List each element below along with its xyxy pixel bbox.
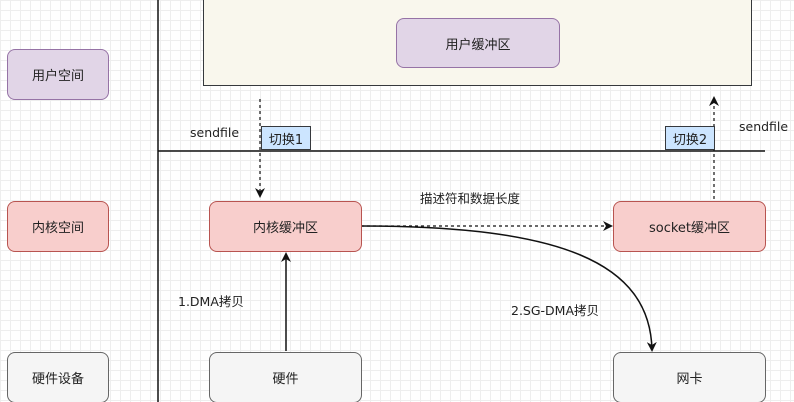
node-kernel-buffer-label: 内核缓冲区 xyxy=(252,221,318,236)
layer-user-space-label: 用户空间 xyxy=(31,69,84,84)
node-kernel-buffer: 内核缓冲区 xyxy=(209,201,362,252)
descriptor-length-label: 描述符和数据长度 xyxy=(420,191,521,206)
sg-dma-copy-label: 2.SG-DMA拷贝 xyxy=(511,303,600,318)
switch-2-label: 切换2 xyxy=(672,132,708,148)
sendfile-left-label: sendfile xyxy=(190,125,240,140)
layer-kernel-space: 内核空间 xyxy=(7,201,109,252)
node-hardware-label: 硬件 xyxy=(272,372,299,387)
node-socket-buffer-label: socket缓冲区 xyxy=(648,221,731,236)
layer-user-space: 用户空间 xyxy=(7,49,109,100)
node-nic-label: 网卡 xyxy=(676,372,703,387)
node-user-buffer-label: 用户缓冲区 xyxy=(445,37,511,53)
layer-kernel-space-label: 内核空间 xyxy=(31,221,84,236)
node-nic: 网卡 xyxy=(613,352,766,402)
arrow-kernel-to-nic xyxy=(360,225,657,352)
dma-copy-label: 1.DMA拷贝 xyxy=(178,294,244,309)
sendfile-right-label: sendfile xyxy=(739,119,789,134)
switch-1-tag: 切换1 xyxy=(261,126,311,150)
layer-hardware-device-label: 硬件设备 xyxy=(31,372,84,387)
node-user-buffer: 用户缓冲区 xyxy=(396,18,560,68)
switch-2-tag: 切换2 xyxy=(665,126,715,150)
node-socket-buffer: socket缓冲区 xyxy=(613,201,766,252)
switch-1-label: 切换1 xyxy=(268,132,304,148)
node-hardware: 硬件 xyxy=(209,352,362,402)
layer-hardware-device: 硬件设备 xyxy=(7,352,109,402)
